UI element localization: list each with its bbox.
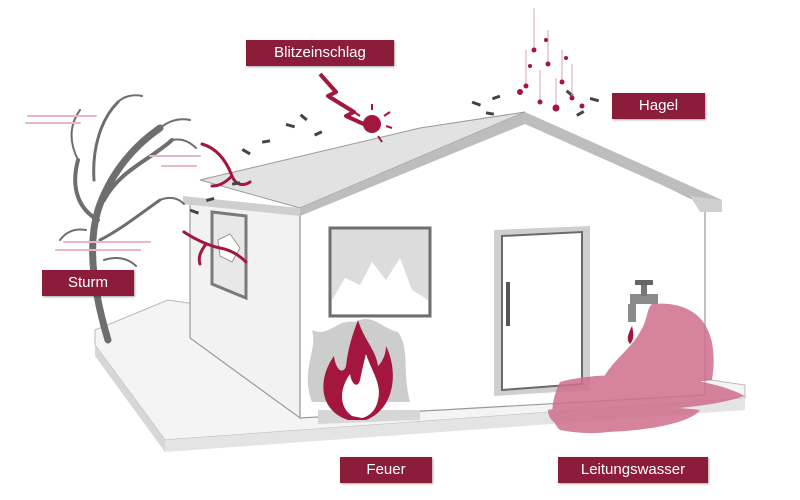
side-window xyxy=(210,210,248,301)
front-window xyxy=(328,226,432,318)
flying-roof-tiles xyxy=(189,89,600,215)
hail-icon xyxy=(517,8,585,112)
label-lightning: Blitzeinschlag xyxy=(246,40,394,66)
lightning-bolt-icon xyxy=(318,72,393,143)
label-water: Leitungswasser xyxy=(558,457,708,483)
label-fire: Feuer xyxy=(340,457,432,483)
storm-tree-icon xyxy=(59,94,197,344)
water-flood xyxy=(548,303,745,434)
water-tap-icon xyxy=(627,280,658,344)
label-hail: Hagel xyxy=(612,93,705,119)
label-storm: Sturm xyxy=(42,270,134,296)
roof xyxy=(183,111,722,216)
front-door xyxy=(494,226,590,396)
broken-branches xyxy=(182,142,252,266)
fire-flame-icon xyxy=(323,320,393,420)
wind-lines xyxy=(25,115,201,251)
